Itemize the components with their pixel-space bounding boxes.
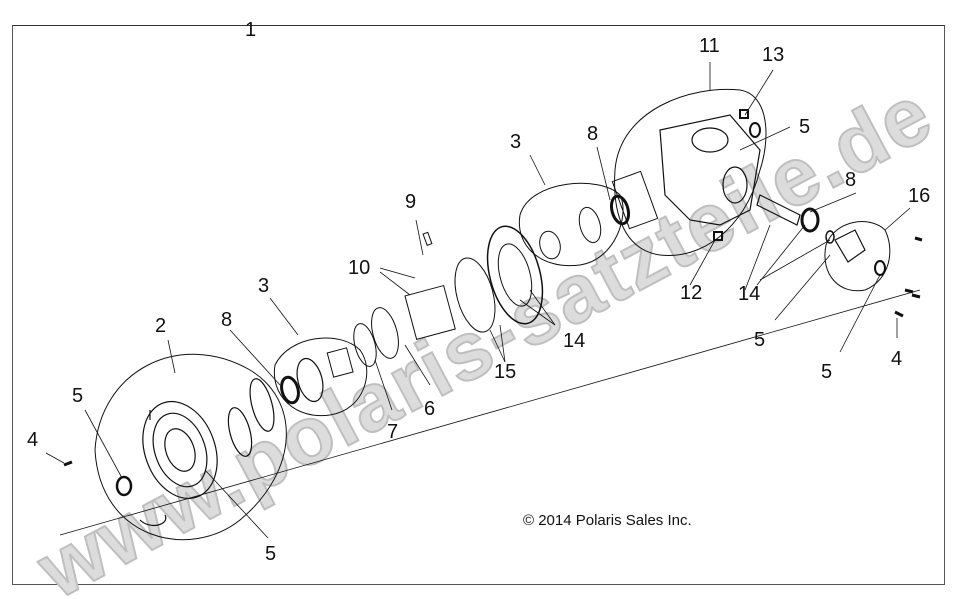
pinion xyxy=(326,347,354,378)
bearing-8-mid xyxy=(609,194,631,226)
plug-13 xyxy=(739,109,749,119)
callout-3: 3 xyxy=(258,275,270,297)
armature-15 xyxy=(454,257,496,333)
callout-14: 14 xyxy=(563,330,586,352)
callout-9: 9 xyxy=(405,191,417,213)
bearing-3b-b xyxy=(578,206,602,244)
clip-6 xyxy=(371,307,399,359)
callout-8: 8 xyxy=(845,169,857,191)
seal-5-top xyxy=(749,122,761,138)
ring xyxy=(227,407,253,457)
callout-5: 5 xyxy=(754,329,766,351)
plug-12 xyxy=(713,231,723,241)
callout-5: 5 xyxy=(821,361,833,383)
callout-7: 7 xyxy=(387,421,399,443)
sleeve xyxy=(611,170,659,230)
output-shaft-14 xyxy=(756,194,801,226)
pin-9 xyxy=(422,231,433,246)
callout-15: 15 xyxy=(494,361,517,383)
callout-8: 8 xyxy=(587,123,599,145)
callout-4: 4 xyxy=(891,348,903,370)
cover-16 xyxy=(834,229,866,263)
bolts-4-right xyxy=(894,236,923,318)
group-2-outline xyxy=(94,353,287,541)
callout-2: 2 xyxy=(155,315,167,337)
callout-13: 13 xyxy=(762,44,785,66)
leader-lines xyxy=(45,62,911,539)
callout-5: 5 xyxy=(265,543,277,565)
seal-5-left xyxy=(115,475,133,497)
ring-gear-14 xyxy=(486,225,544,325)
diagram-frame xyxy=(12,25,945,585)
callout-16: 16 xyxy=(908,185,931,207)
ring xyxy=(249,378,275,432)
bearing-3b-a xyxy=(539,230,561,260)
callout-12: 12 xyxy=(680,282,703,304)
bearing-plate xyxy=(296,357,324,403)
clip-7 xyxy=(353,323,377,367)
callout-11: 11 xyxy=(699,35,720,57)
group-3a-outline xyxy=(273,337,368,417)
callout-3: 3 xyxy=(510,131,522,153)
oring-5 xyxy=(825,230,835,244)
copyright-text: © 2014 Polaris Sales Inc. xyxy=(523,512,692,529)
bearing-8-right xyxy=(800,207,820,233)
group-11-outline xyxy=(614,88,767,257)
bolt-4-left xyxy=(63,460,73,467)
callout-5: 5 xyxy=(72,385,84,407)
callout-6: 6 xyxy=(424,398,436,420)
callout-10: 10 xyxy=(348,257,371,279)
housing-11 xyxy=(659,114,761,226)
group-16-outline xyxy=(824,221,891,292)
roller-cage-10 xyxy=(404,284,456,341)
seal-5-right xyxy=(874,260,886,276)
callout-4: 4 xyxy=(27,429,39,451)
group-3b-outline xyxy=(518,182,624,267)
bearing-8-left xyxy=(280,375,300,405)
callout-8: 8 xyxy=(221,309,233,331)
housing-2 xyxy=(139,400,218,527)
callout-14: 14 xyxy=(738,283,761,305)
callout-5: 5 xyxy=(799,116,811,138)
callout-1: 1 xyxy=(245,19,257,41)
ring-gear-inner xyxy=(497,243,533,307)
